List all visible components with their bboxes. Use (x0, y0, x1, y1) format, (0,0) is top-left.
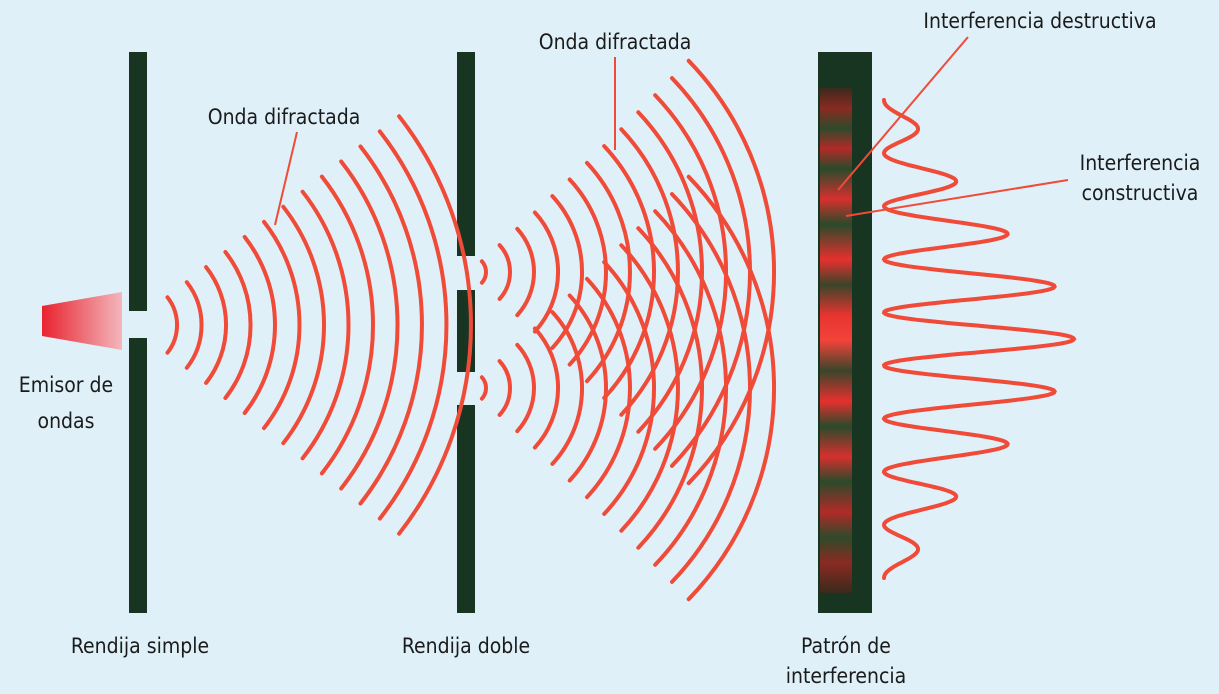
emitter-label-line1: Emisor de (19, 373, 113, 397)
upper-slit-wavefront (479, 259, 488, 285)
diffracted-wavefront (223, 250, 253, 400)
diffracted-wavefront (300, 189, 351, 461)
upper-slit-wavefront (686, 58, 776, 486)
diffracted-wavefront (262, 219, 302, 431)
lower-slit-wavefront (653, 209, 729, 567)
diffracted-wavefront (358, 144, 424, 506)
lower-slit-wavefront (619, 243, 680, 533)
upper-slit-wavefront (670, 76, 752, 468)
diffracted-wavefront (204, 265, 229, 385)
pattern-label-line1: Patrón de (801, 634, 891, 658)
destructive-interference-label: Interferencia destructiva (923, 9, 1156, 33)
upper-slit-wavefront (585, 160, 632, 384)
upper-slit-wavefront (515, 226, 536, 318)
lower-slit-wavefront (515, 342, 536, 434)
interference-screen (818, 52, 872, 613)
lower-slit-wavefront (636, 226, 705, 550)
upper-slit-wavefront (532, 210, 560, 334)
lower-slit-wavefront (567, 293, 608, 483)
lower-slit-wavefront (602, 260, 656, 516)
upper-slit-wavefront (636, 110, 705, 434)
constructive-interference-label-line2: constructiva (1082, 181, 1199, 205)
diffracted-wavefront (184, 280, 204, 370)
lower-slit-wavefront (550, 310, 584, 466)
lower-slit-wavefront (497, 359, 512, 417)
diffracted-wavefront (377, 129, 449, 521)
diffracted-wave-label-2: Onda difractada (539, 30, 692, 54)
single-slit-waves (165, 114, 473, 536)
diffracted-wavefront (242, 235, 277, 415)
upper-slit-wavefront (567, 177, 608, 367)
lower-slit-wavefront (585, 276, 632, 500)
wave-emitter (42, 292, 122, 350)
lower-slit-wavefront (532, 326, 560, 450)
pattern-label-line2: interferencia (786, 664, 906, 688)
diffracted-wavefront (319, 174, 375, 476)
double-slit-waves (479, 58, 776, 602)
upper-slit-wavefront (497, 243, 512, 301)
diffracted-wave-label-1: Onda difractada (208, 105, 361, 129)
upper-slit-wavefront (619, 127, 680, 417)
single-slit-label: Rendija simple (71, 634, 209, 658)
emitter-label-line2: ondas (38, 409, 95, 433)
single-slit-barrier (129, 52, 147, 613)
diffracted-wavefront (339, 159, 400, 491)
lower-slit-wavefront (670, 192, 752, 584)
interference-pattern (820, 88, 852, 593)
diffracted-wavefront (281, 204, 326, 446)
leader-line-diffracted-1 (274, 131, 298, 226)
lower-slit-wavefront (479, 375, 488, 401)
intensity-curve (881, 98, 1077, 580)
diffracted-wavefront (165, 295, 179, 355)
diffracted-wavefront (397, 114, 473, 536)
constructive-interference-label-line1: Interferencia (1080, 151, 1201, 175)
double-slit-label: Rendija doble (402, 634, 530, 658)
lower-slit-wavefront (686, 174, 776, 602)
leader-line-constructive (845, 179, 1069, 217)
leader-line-destructive (837, 36, 969, 191)
